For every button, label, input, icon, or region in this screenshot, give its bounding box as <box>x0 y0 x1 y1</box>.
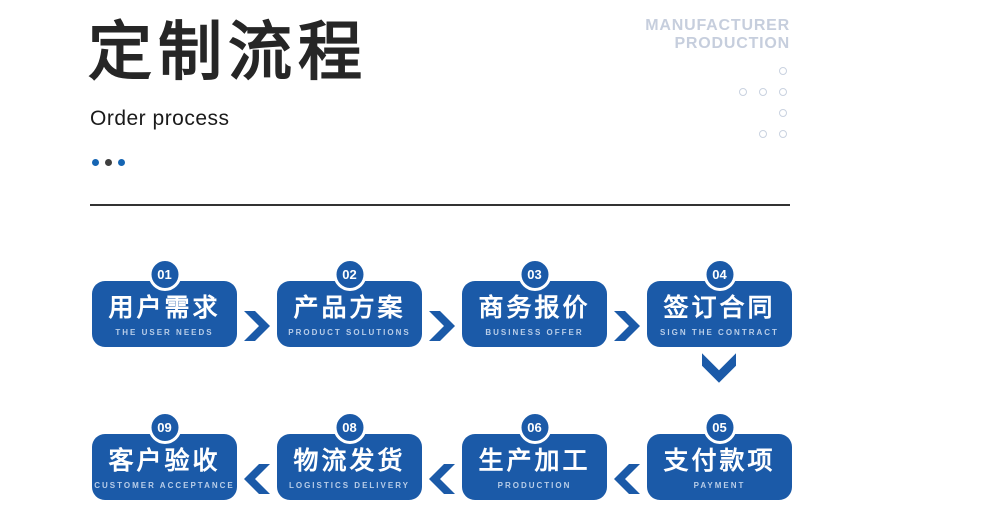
step-number-badge: 02 <box>333 258 366 291</box>
decor-circle <box>753 81 773 102</box>
flow-row-1: 01 用户需求 THE USER NEEDS 02 产品方案 PRODUCT S… <box>92 258 792 370</box>
flow-row-2: 09 客户验收 CUSTOMER ACCEPTANCE 08 物流发货 LOGI… <box>92 411 792 523</box>
decor-circle-grid <box>733 60 793 144</box>
watermark-line-2: PRODUCTION <box>674 34 790 52</box>
watermark-text: MANUFACTURER PRODUCTION <box>645 17 790 52</box>
step-subtitle: THE USER NEEDS <box>115 327 214 337</box>
step-number-badge: 04 <box>703 258 736 291</box>
step-title: 签订合同 <box>663 294 776 323</box>
process-flow: 01 用户需求 THE USER NEEDS 02 产品方案 PRODUCT S… <box>92 258 792 523</box>
step-subtitle: PRODUCT SOLUTIONS <box>288 327 411 337</box>
step-number-badge: 05 <box>703 411 736 444</box>
decor-circle <box>773 81 793 102</box>
arrow-left-icon <box>237 411 277 523</box>
decor-circle <box>773 102 793 123</box>
step-subtitle: LOGISTICS DELIVERY <box>288 480 411 490</box>
step-card-09: 09 客户验收 CUSTOMER ACCEPTANCE <box>92 411 237 500</box>
step-card-06: 06 生产加工 PRODUCTION <box>462 411 607 500</box>
page-subtitle: Order process <box>90 107 230 130</box>
decor-circle <box>773 60 793 81</box>
step-title: 产品方案 <box>293 294 406 323</box>
page-title: 定制流程 <box>88 16 368 88</box>
step-title: 用户需求 <box>108 294 221 323</box>
step-subtitle: CUSTOMER ACCEPTANCE <box>94 480 235 490</box>
arrow-right-icon <box>237 258 277 370</box>
accent-dot-dark <box>105 159 112 166</box>
step-title: 支付款项 <box>663 447 776 476</box>
step-title: 物流发货 <box>293 447 406 476</box>
accent-dot-blue <box>92 159 99 166</box>
step-title: 客户验收 <box>108 447 221 476</box>
step-number-badge: 03 <box>518 258 551 291</box>
step-subtitle: SIGN THE CONTRACT <box>660 327 779 337</box>
step-card-02: 02 产品方案 PRODUCT SOLUTIONS <box>277 258 422 347</box>
step-card-04: 04 签订合同 SIGN THE CONTRACT <box>647 258 792 347</box>
watermark-line-1: MANUFACTURER <box>645 17 790 34</box>
arrow-down-icon <box>702 353 736 388</box>
step-card-01: 01 用户需求 THE USER NEEDS <box>92 258 237 347</box>
step-number-badge: 06 <box>518 411 551 444</box>
decor-circle <box>733 81 753 102</box>
step-subtitle: PRODUCTION <box>497 480 572 490</box>
decor-circle <box>753 123 773 144</box>
step-number-badge: 01 <box>148 258 181 291</box>
step-subtitle: BUSINESS OFFER <box>485 327 584 337</box>
accent-dot-blue <box>118 159 125 166</box>
step-title: 生产加工 <box>478 447 591 476</box>
step-card-03: 03 商务报价 BUSINESS OFFER <box>462 258 607 347</box>
divider-line <box>90 204 790 206</box>
step-number-badge: 09 <box>148 411 181 444</box>
step-subtitle: PAYMENT <box>693 480 746 490</box>
arrow-left-icon <box>422 411 462 523</box>
accent-dots <box>92 159 125 166</box>
step-title: 商务报价 <box>478 294 591 323</box>
step-number-badge: 08 <box>333 411 366 444</box>
step-card-08: 08 物流发货 LOGISTICS DELIVERY <box>277 411 422 500</box>
step-card-05: 05 支付款项 PAYMENT <box>647 411 792 500</box>
arrow-right-icon <box>422 258 462 370</box>
decor-circle <box>773 123 793 144</box>
arrow-right-icon <box>607 258 647 370</box>
arrow-left-icon <box>607 411 647 523</box>
